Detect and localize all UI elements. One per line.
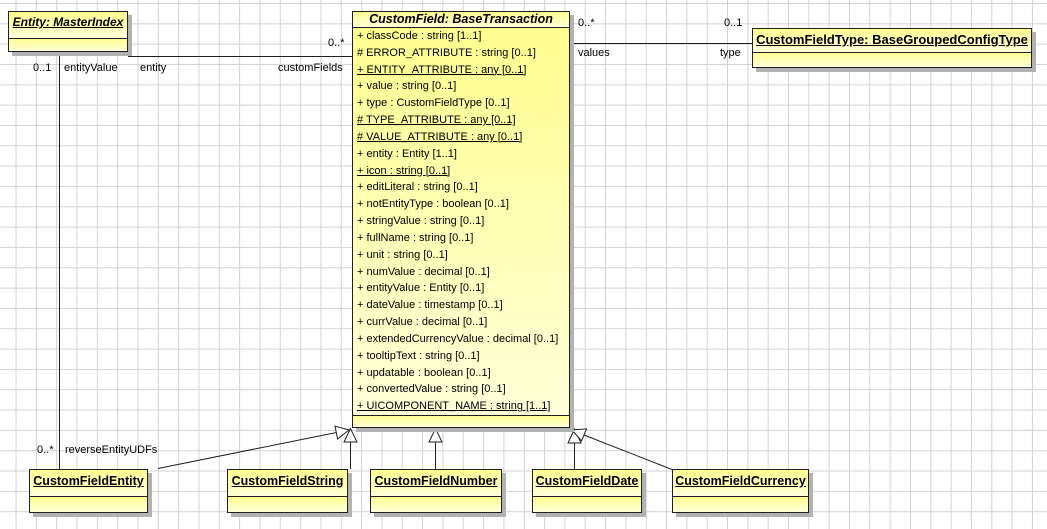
generalization-arrowhead [428,427,443,443]
generalization-arrowhead [567,427,582,444]
class-box-customfieldnumber[interactable]: CustomFieldNumber [370,469,502,513]
empty-compartment [371,497,501,512]
role-label: reverseEntityUDFs [65,444,158,456]
attribute-row[interactable]: + notEntityType : boolean [0..1] [357,198,509,211]
generalization-arrowhead [343,427,358,443]
class-box-customfieldstring[interactable]: CustomFieldString [227,469,348,513]
multiplicity-label: 0..1 [33,62,52,74]
attribute-row[interactable]: + fullName : string [0..1] [357,231,474,244]
attribute-row[interactable]: + unit : string [0..1] [357,248,448,261]
attribute-row[interactable]: + convertedValue : string [0..1] [357,383,506,396]
attribute-row[interactable]: + type : CustomFieldType [0..1] [357,97,510,110]
attribute-row[interactable]: + dateValue : timestamp [0..1] [357,299,503,312]
class-title: CustomFieldDate [533,470,641,497]
class-title: CustomFieldType: BaseGroupedConfigType [753,29,1031,53]
role-label: values [578,47,610,59]
attribute-compartment: + classCode : string [1..1] # ERROR_ATTRI… [353,28,569,416]
class-title: CustomFieldCurrency [673,470,808,497]
multiplicity-label: 0..* [578,17,595,29]
attribute-row[interactable]: + UICOMPONENT_NAME : string [1..1] [357,400,551,413]
class-title: Entity: MasterIndex [9,12,127,39]
generalization-customfieldentity[interactable] [157,432,337,469]
empty-compartment [353,416,569,427]
role-label: customFields [278,62,343,74]
attribute-row[interactable]: + entityValue : Entity [0..1] [357,282,485,295]
attribute-row[interactable]: + classCode : string [1..1] [357,30,482,42]
class-title: CustomFieldNumber [371,470,501,497]
empty-compartment [9,39,127,51]
multiplicity-label: 0..1 [724,17,743,29]
multiplicity-label: 0..* [328,37,345,49]
attribute-row[interactable]: # ERROR_ATTRIBUTE : string [0..1] [357,46,536,59]
class-box-customfielddate[interactable]: CustomFieldDate [532,469,642,513]
class-box-customfieldcurrency[interactable]: CustomFieldCurrency [672,469,809,513]
attribute-row[interactable]: + numValue : decimal [0..1] [357,265,490,278]
attribute-row[interactable]: # TYPE_ATTRIBUTE : any [0..1] [357,114,516,127]
attribute-row[interactable]: + stringValue : string [0..1] [357,215,485,228]
class-box-customfieldtype[interactable]: CustomFieldType: BaseGroupedConfigType [752,28,1032,68]
empty-compartment [753,53,1031,67]
role-label: entityValue [64,62,118,74]
empty-compartment [30,497,147,512]
attribute-row[interactable]: + ENTITY_ATTRIBUTE : any [0..1] [357,63,527,76]
class-box-entity[interactable]: Entity: MasterIndex [8,11,128,52]
generalization-arrowhead [570,428,588,442]
attribute-row[interactable]: + value : string [0..1] [357,80,457,93]
generalization-arrowhead [334,425,351,440]
attribute-row[interactable]: + updatable : boolean [0..1] [357,366,491,379]
multiplicity-label: 0..* [37,444,54,456]
attribute-row[interactable]: + icon : string [0..1] [357,164,451,177]
attribute-row[interactable]: + editLiteral : string [0..1] [357,181,478,194]
generalization-customfieldcurrency[interactable] [583,434,673,470]
empty-compartment [673,497,808,512]
attribute-row[interactable]: + entity : Entity [1..1] [357,147,457,160]
attribute-list: + classCode : string [1..1] # ERROR_ATTRI… [353,28,569,415]
role-label: entity [140,62,167,74]
empty-compartment [228,497,347,512]
attribute-row[interactable]: # VALUE_ATTRIBUTE : any [0..1] [357,130,523,143]
class-title: CustomFieldEntity [30,470,147,497]
class-box-customfieldentity[interactable]: CustomFieldEntity [29,469,148,513]
attribute-row[interactable]: + tooltipText : string [0..1] [357,349,480,362]
attribute-row[interactable]: + currValue : decimal [0..1] [357,316,488,329]
class-box-customfield[interactable]: CustomField: BaseTransaction + classCode… [352,11,570,428]
class-title: CustomField: BaseTransaction [353,12,569,28]
class-title: CustomFieldString [228,470,347,497]
role-label: type [720,47,741,59]
attribute-row[interactable]: + extendedCurrencyValue : decimal [0..1] [357,332,559,345]
empty-compartment [533,497,641,512]
